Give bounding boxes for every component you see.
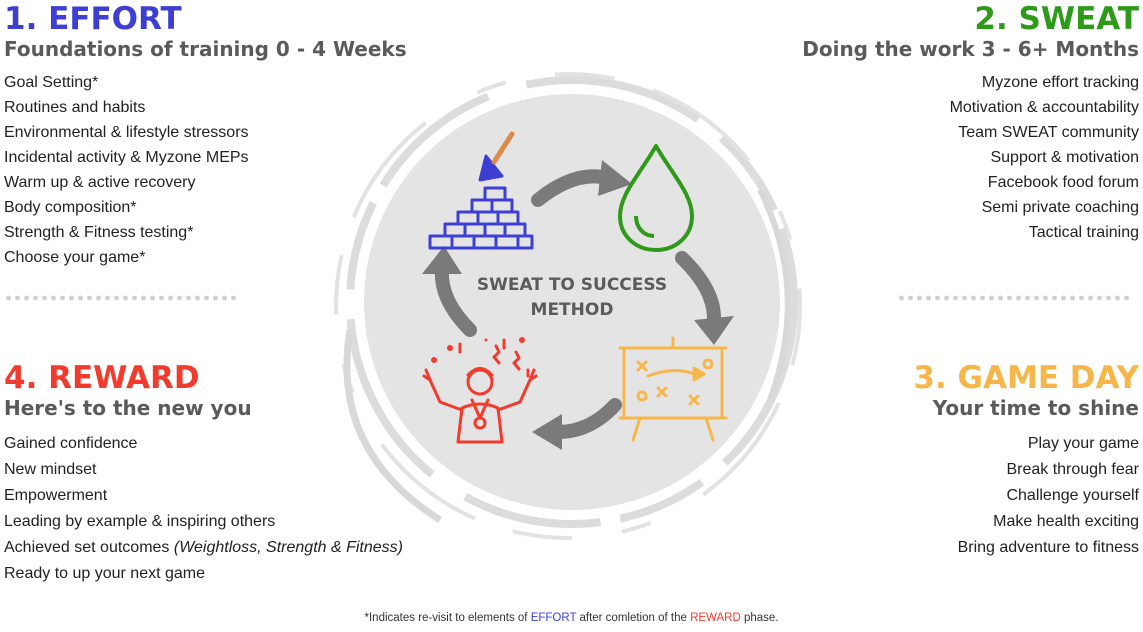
list-item: Support & motivation [990,149,1139,166]
outcomes-text: Achieved set outcomes [4,539,174,556]
list-item: Strength & Fitness testing* [4,224,194,241]
list-item: Choose your game* [4,249,146,266]
list-item: Gained confidence [4,435,138,452]
celebrating-winner-icon [422,337,538,444]
outcomes-italic: (Weightloss, Strength & Fitness) [173,539,403,556]
list-item: Team SWEAT community [958,124,1139,141]
list-item: Goal Setting* [4,74,99,91]
water-drop-icon [618,144,694,252]
effort-section: 1. EFFORT Foundations of training 0 - 4 … [4,2,407,270]
list-item: Routines and habits [4,99,146,116]
game-day-list: Play your game Break through fear Challe… [913,431,1139,561]
arrow-gameday-to-reward [532,398,622,450]
list-item: Myzone effort tracking [981,74,1139,91]
cycle-diagram: SWEAT TO SUCCESS METHOD [334,72,802,540]
reward-subtitle: Here's to the new you [4,396,252,420]
sweat-title: 2. SWEAT [974,1,1139,37]
reward-section: 4. REWARD Here's to the new you Gained c… [4,361,403,587]
list-item: Tactical training [1028,224,1139,241]
list-item: Facebook food forum [987,174,1139,191]
sweat-section: 2. SWEAT Doing the work 3 - 6+ Months My… [802,2,1139,245]
effort-dotted-divider [4,295,236,301]
footnote-suffix: phase. [740,612,779,624]
list-item: Semi private coaching [981,199,1139,216]
list-item: Leading by example & inspiring others [4,513,276,530]
list-item: Warm up & active recovery [4,174,196,191]
game-day-section: 3. GAME DAY Your time to shine Play your… [913,361,1139,561]
footnote-prefix: *Indicates re-visit to elements of [364,612,531,624]
game-day-subtitle: Your time to shine [932,396,1139,420]
tactics-board-icon [618,336,728,442]
effort-list: Goal Setting* Routines and habits Enviro… [4,70,407,270]
list-item: Empowerment [4,487,108,504]
game-day-title: 3. GAME DAY [913,360,1139,396]
bricks-trowel-icon [428,131,534,250]
effort-title: 1. EFFORT [4,1,182,37]
reward-title: 4. REWARD [4,360,200,396]
list-item: Play your game [1027,435,1139,452]
list-item: Make health exciting [993,513,1139,530]
list-item: Ready to up your next game [4,565,206,582]
reward-list: Gained confidence New mindset Empowermen… [4,431,403,587]
list-item: New mindset [4,461,97,478]
footnote-middle: after comletion of the [576,612,691,624]
list-item: Achieved set outcomes (Weightloss, Stren… [4,535,403,561]
arrow-reward-to-effort [422,246,477,337]
center-label-line1: SWEAT TO SUCCESS [477,275,667,295]
sweat-subtitle: Doing the work 3 - 6+ Months [802,37,1139,61]
effort-subtitle: Foundations of training 0 - 4 Weeks [4,37,407,61]
arrow-effort-to-sweat [531,160,632,207]
footnote: *Indicates re-visit to elements of EFFOR… [0,612,1143,624]
list-item: Incidental activity & Myzone MEPs [4,149,249,166]
list-item: Break through fear [1006,461,1139,478]
sweat-list: Myzone effort tracking Motivation & acco… [802,70,1139,245]
arrow-sweat-to-gameday [675,251,734,345]
sweat-dotted-divider [897,295,1129,301]
list-item: Body composition* [4,199,137,216]
list-item: Challenge yourself [1006,487,1139,504]
footnote-reward: REWARD [690,612,741,624]
footnote-effort: EFFORT [530,612,577,624]
list-item: Environmental & lifestyle stressors [4,124,249,141]
center-label-line2: METHOD [531,300,614,320]
list-item: Motivation & accountability [949,99,1139,116]
list-item: Bring adventure to fitness [957,539,1139,556]
